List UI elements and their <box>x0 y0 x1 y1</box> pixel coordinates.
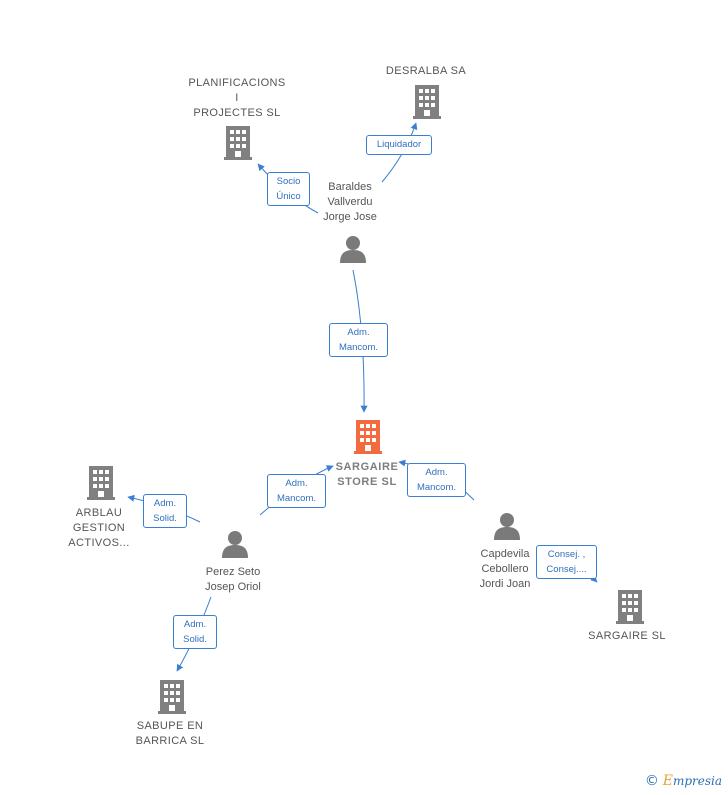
node-label-sargaire-store[interactable]: SARGAIRE STORE SL <box>335 461 399 488</box>
building-icon[interactable] <box>158 680 186 714</box>
edge-label-socio-unico: Socio Único <box>267 172 310 206</box>
main-building-icon[interactable] <box>354 420 382 454</box>
edge-label-adm-mancom-baraldes: Adm. Mancom. <box>329 323 388 357</box>
building-icon[interactable] <box>224 126 252 160</box>
edge-label-consej: Consej. , Consej.... <box>536 545 597 579</box>
node-label-desralba[interactable]: DESRALBA SA <box>385 65 467 77</box>
node-label-sargaire-sl[interactable]: SARGAIRE SL <box>588 630 666 642</box>
edge-label-adm-solid-sabupe: Adm. Solid. <box>173 615 217 649</box>
person-icon[interactable] <box>339 235 367 263</box>
building-icon[interactable] <box>87 466 115 500</box>
node-label-sabupe[interactable]: SABUPE EN BARRICA SL <box>135 720 205 747</box>
empresia-watermark: © Empresia <box>645 773 722 789</box>
edge-label-adm-mancom-perez: Adm. Mancom. <box>267 474 326 508</box>
edge-label-adm-solid-arblau: Adm. Solid. <box>143 494 187 528</box>
watermark-initial: E <box>662 773 673 789</box>
node-label-baraldes[interactable]: Baraldes Vallverdu Jorge Jose <box>323 181 377 223</box>
person-icon[interactable] <box>221 530 249 558</box>
node-label-capdevila[interactable]: Capdevila Cebollero Jordi Joan <box>479 548 531 590</box>
node-label-perez[interactable]: Perez Seto Josep Oriol <box>205 566 261 593</box>
edge-label-liquidador: Liquidador <box>366 135 432 155</box>
node-label-arblau[interactable]: ARBLAU GESTION ACTIVOS... <box>68 507 130 549</box>
building-icon[interactable] <box>616 590 644 624</box>
watermark-text: mpresia <box>672 774 722 788</box>
edge-label-adm-mancom-capdevila: Adm. Mancom. <box>407 463 466 497</box>
person-icon[interactable] <box>493 512 521 540</box>
copyright-icon: © <box>644 773 659 789</box>
node-label-planificacions[interactable]: PLANIFICACIONS I PROJECTES SL <box>188 77 286 119</box>
building-icon[interactable] <box>413 85 441 119</box>
